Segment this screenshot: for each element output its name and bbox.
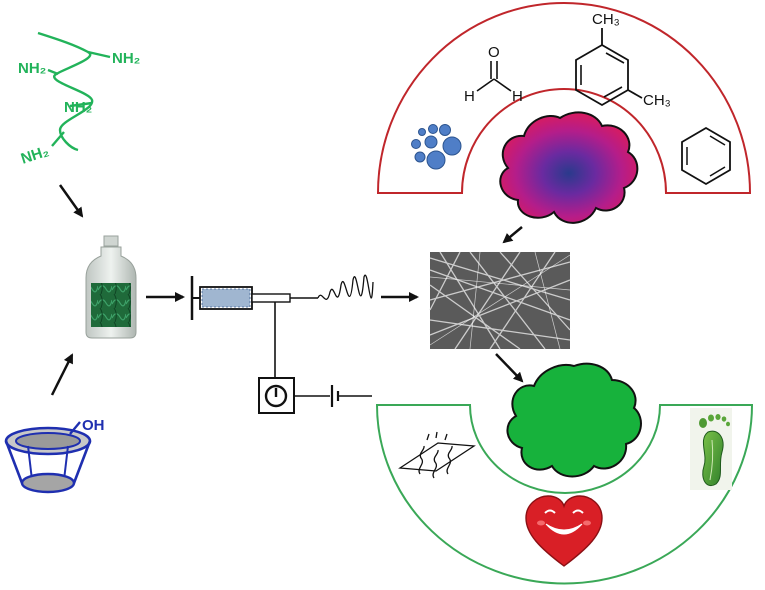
amine-group-3: NH₂: [64, 99, 92, 116]
xylene-structure: CH₃ CH₃: [575, 11, 671, 109]
circuit: [258, 302, 372, 414]
battery-icon: [330, 385, 372, 407]
hydroxyl-group: OH: [82, 417, 105, 434]
amine-group-4: NH₂: [19, 143, 51, 168]
pollutants-arc: [376, 2, 752, 194]
formaldehyde-h1: H: [464, 88, 475, 105]
green-footprint-icon: [690, 408, 732, 490]
formaldehyde-structure: O H H: [464, 44, 523, 105]
formaldehyde-h2: H: [512, 88, 523, 105]
droplets-icon: [411, 124, 462, 170]
pollutant-cloud: [499, 111, 639, 224]
arrow-fibers-to-clean: [495, 353, 524, 383]
benefits-arc: [375, 404, 754, 585]
cyclodextrin-structure: OH: [4, 417, 105, 494]
amine-group-1: NH₂: [112, 50, 140, 67]
air-filter-icon: [398, 431, 476, 479]
nanofiber-sem-icon: [429, 251, 571, 350]
solution-bottle-icon: [85, 235, 137, 339]
amine-group-2: NH₂: [18, 60, 46, 77]
arrow-cloud-to-fibers: [502, 226, 523, 244]
smiling-heart-icon: [525, 495, 603, 567]
formaldehyde-o: O: [488, 44, 500, 61]
arrow-polymer-to-bottle: [58, 184, 84, 218]
syringe-icon: [190, 274, 374, 320]
xylene-ch3-right: CH₃: [643, 92, 671, 109]
polymer-structure: NH₂ NH₂ NH₂ NH₂: [18, 31, 140, 168]
xylene-ch3-top: CH₃: [592, 11, 620, 28]
clean-cloud: [506, 362, 642, 478]
arrow-cd-to-bottle: [50, 353, 74, 396]
benzene-ring-icon: [681, 126, 731, 186]
